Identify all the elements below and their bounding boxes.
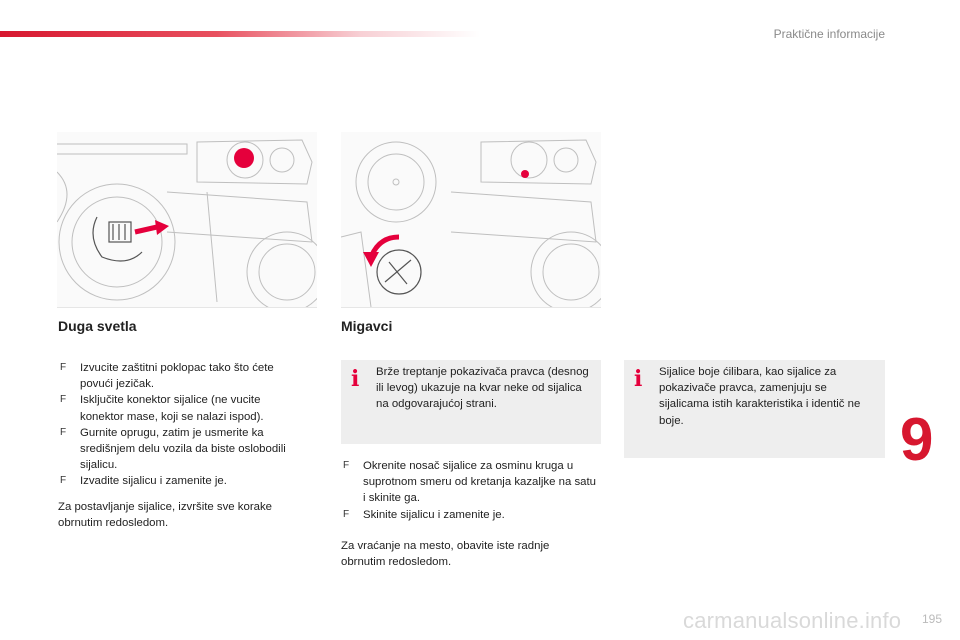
info-text: Brže treptanje pokazivača pravca (desnog… bbox=[376, 366, 589, 411]
chapter-number: 9 bbox=[900, 406, 934, 473]
info-box-amber-bulbs: i Sijalice boje ćilibara, kao sijalice z… bbox=[624, 360, 885, 458]
watermark: carmanualsonline.info bbox=[683, 608, 902, 633]
bullet-icon: F bbox=[60, 394, 67, 406]
main-beam-footer: Za postavljanje sijalice, izvršite sve k… bbox=[58, 501, 272, 530]
bullet-icon: F bbox=[343, 508, 350, 520]
info-box-indicators: i Brže treptanje pokazivača pravca (desn… bbox=[341, 360, 601, 444]
indicator-footer: Za vraćanje na mesto, obavite iste radnj… bbox=[341, 540, 550, 569]
info-icon: i bbox=[351, 366, 360, 392]
headlamp-illustration bbox=[57, 132, 317, 308]
bullet-icon: F bbox=[60, 475, 67, 487]
info-icon: i bbox=[634, 366, 643, 392]
page-number: 195 bbox=[921, 612, 942, 626]
bullet-icon: F bbox=[60, 426, 67, 438]
indicator-illustration bbox=[341, 132, 601, 308]
header-title: Praktične informacije bbox=[773, 27, 885, 41]
header-accent-bar bbox=[0, 31, 480, 37]
bullet-icon: F bbox=[343, 460, 350, 471]
info-text: Sijalice boje ćilibara, kao sijalice za … bbox=[659, 366, 861, 427]
section-title-indicators: Migavci bbox=[341, 318, 393, 334]
bullet-icon: F bbox=[60, 362, 67, 373]
section-title-main-beam: Duga svetla bbox=[58, 318, 137, 334]
